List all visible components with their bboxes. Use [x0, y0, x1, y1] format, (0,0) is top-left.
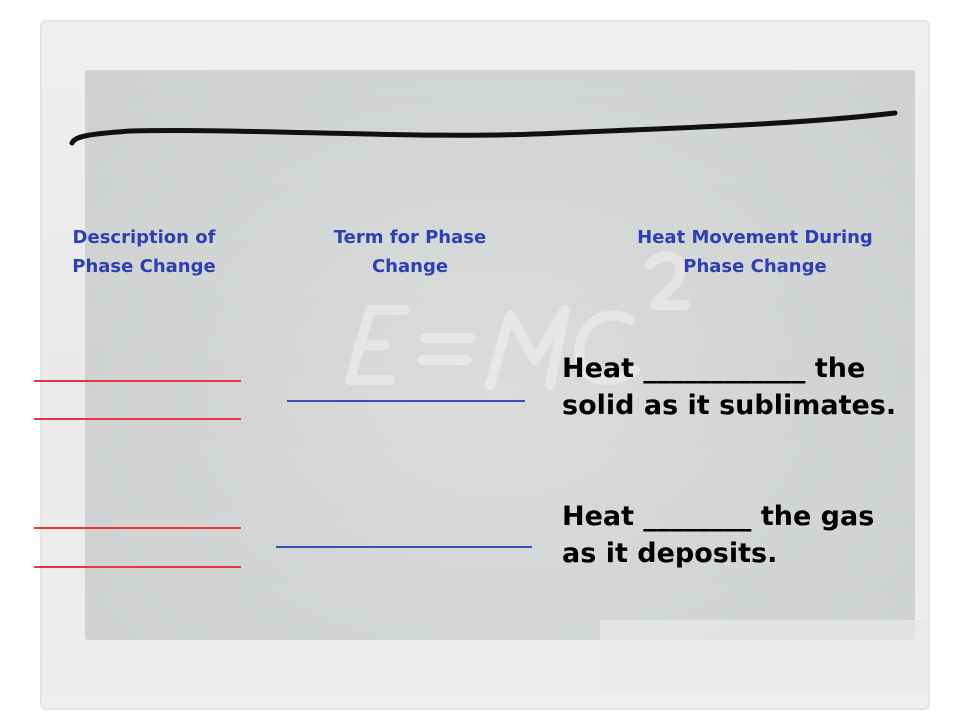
heat-statement-deposition: Heat ________ the gas as it deposits. [562, 498, 874, 572]
title-underline-stroke [69, 110, 898, 146]
term-blank-row2[interactable] [276, 546, 532, 548]
description-blank-row1-line1[interactable] [34, 380, 241, 382]
heat-statement-row2-line2: as it deposits. [562, 538, 778, 569]
header-term-line-2: Change [371, 256, 449, 277]
header-heat-line-2: Phase Change [683, 256, 827, 277]
chalkboard-surface [85, 70, 915, 640]
header-term-for-phase-change: Term for Phase Change [300, 223, 520, 281]
header-description-line-2: Phase Change [72, 256, 216, 277]
description-blank-row2-line2[interactable] [34, 566, 241, 568]
chalkboard-ledge [600, 620, 930, 690]
header-term-line-1: Term for Phase [333, 227, 487, 248]
heat-statement-sublimation: Heat ____________ the solid as it sublim… [562, 350, 896, 424]
heat-statement-row2-line1: Heat ________ the gas [562, 501, 875, 532]
heat-statement-row1-line2: solid as it sublimates. [562, 390, 897, 421]
description-blank-row2-line1[interactable] [34, 527, 241, 529]
header-heat-movement: Heat Movement During Phase Change [590, 223, 920, 281]
emc2-watermark-graphic [345, 251, 690, 390]
description-blank-row1-line2[interactable] [34, 418, 241, 420]
heat-statement-row1-line1: Heat ____________ the [562, 353, 866, 384]
header-description-line-1: Description of [72, 227, 216, 248]
header-description-of-phase-change: Description of Phase Change [44, 223, 244, 281]
header-heat-line-1: Heat Movement During [637, 227, 873, 248]
term-blank-row1[interactable] [287, 400, 525, 402]
